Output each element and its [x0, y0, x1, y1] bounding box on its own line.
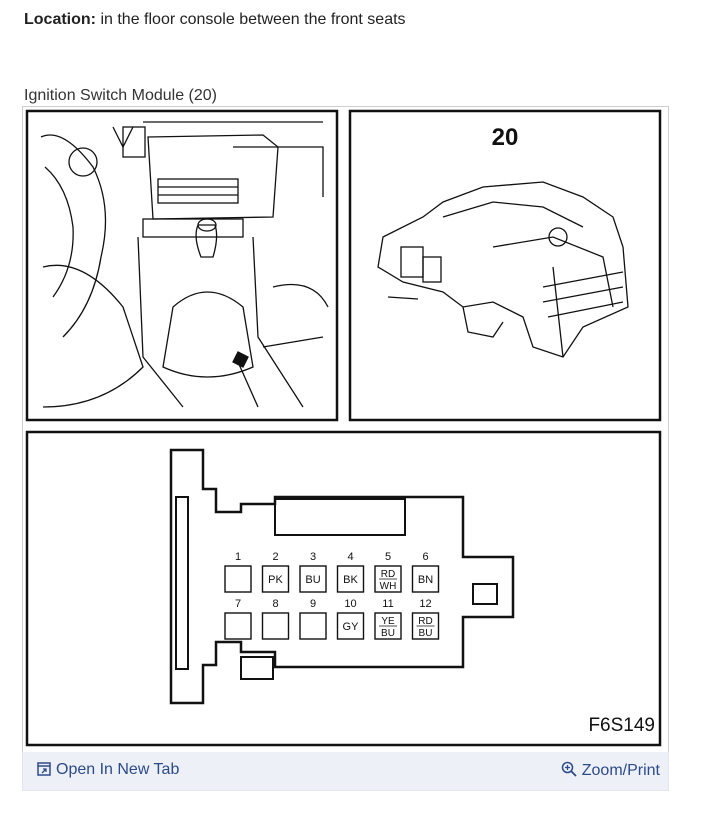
pin-number: 2 — [272, 551, 278, 563]
figure-footer: Open In New Tab Zoom/Print — [22, 752, 669, 791]
pin-wire-color: BK — [343, 574, 358, 586]
pin-wire-color: BN — [418, 574, 433, 586]
pin-number: 4 — [347, 551, 353, 563]
zoom-print-label: Zoom/Print — [581, 762, 660, 779]
pin-cavity — [261, 565, 290, 593]
pin-cavity — [261, 612, 290, 640]
pin-number: 7 — [235, 598, 241, 610]
location-text: in the floor console between the front s… — [100, 11, 406, 28]
open-in-new-tab-link[interactable]: Open In New Tab — [37, 761, 179, 779]
pin-wire-color: RD — [418, 616, 432, 627]
pin-number: 9 — [310, 598, 316, 610]
pin-wire-color: BU — [381, 628, 395, 639]
pin-cavity — [224, 565, 252, 593]
location-label: Location: — [24, 11, 96, 28]
component-number: 20 — [492, 124, 519, 151]
open-new-tab-icon — [37, 762, 51, 776]
interior-view-panel — [25, 109, 339, 422]
pin-wire-color: GY — [343, 621, 360, 633]
zoom-magnifier-icon — [561, 761, 577, 777]
pin-number: 6 — [422, 551, 428, 563]
pin-cavity — [336, 612, 365, 640]
pin-number: 1 — [235, 551, 241, 563]
pin-wire-color: BU — [305, 574, 320, 586]
open-in-new-tab-label: Open In New Tab — [56, 761, 180, 778]
pin-cavity — [224, 612, 252, 640]
zoom-print-link[interactable]: Zoom/Print — [561, 761, 660, 780]
pin-number: 10 — [344, 598, 356, 610]
pin-number: 12 — [419, 598, 431, 610]
location-line: Location: in the floor console between t… — [24, 11, 406, 29]
pin-wire-color: PK — [268, 574, 283, 586]
figure-caption: Ignition Switch Module (20) — [24, 87, 217, 104]
pin-wire-color: BU — [419, 628, 433, 639]
pin-wire-color: WH — [380, 581, 397, 592]
pin-wire-color: RD — [381, 569, 395, 580]
pin-cavity — [336, 565, 365, 593]
pin-cavity — [299, 612, 327, 640]
figure-code: F6S149 — [588, 715, 655, 736]
pin-cavity — [411, 565, 440, 593]
pin-number: 3 — [310, 551, 316, 563]
pin-number: 5 — [385, 551, 391, 563]
pin-cavity — [299, 565, 327, 593]
pin-number: 11 — [382, 598, 393, 610]
pin-number: 8 — [272, 598, 278, 610]
module-view-panel: 20 — [348, 109, 662, 422]
pin-wire-color: YE — [381, 616, 395, 627]
